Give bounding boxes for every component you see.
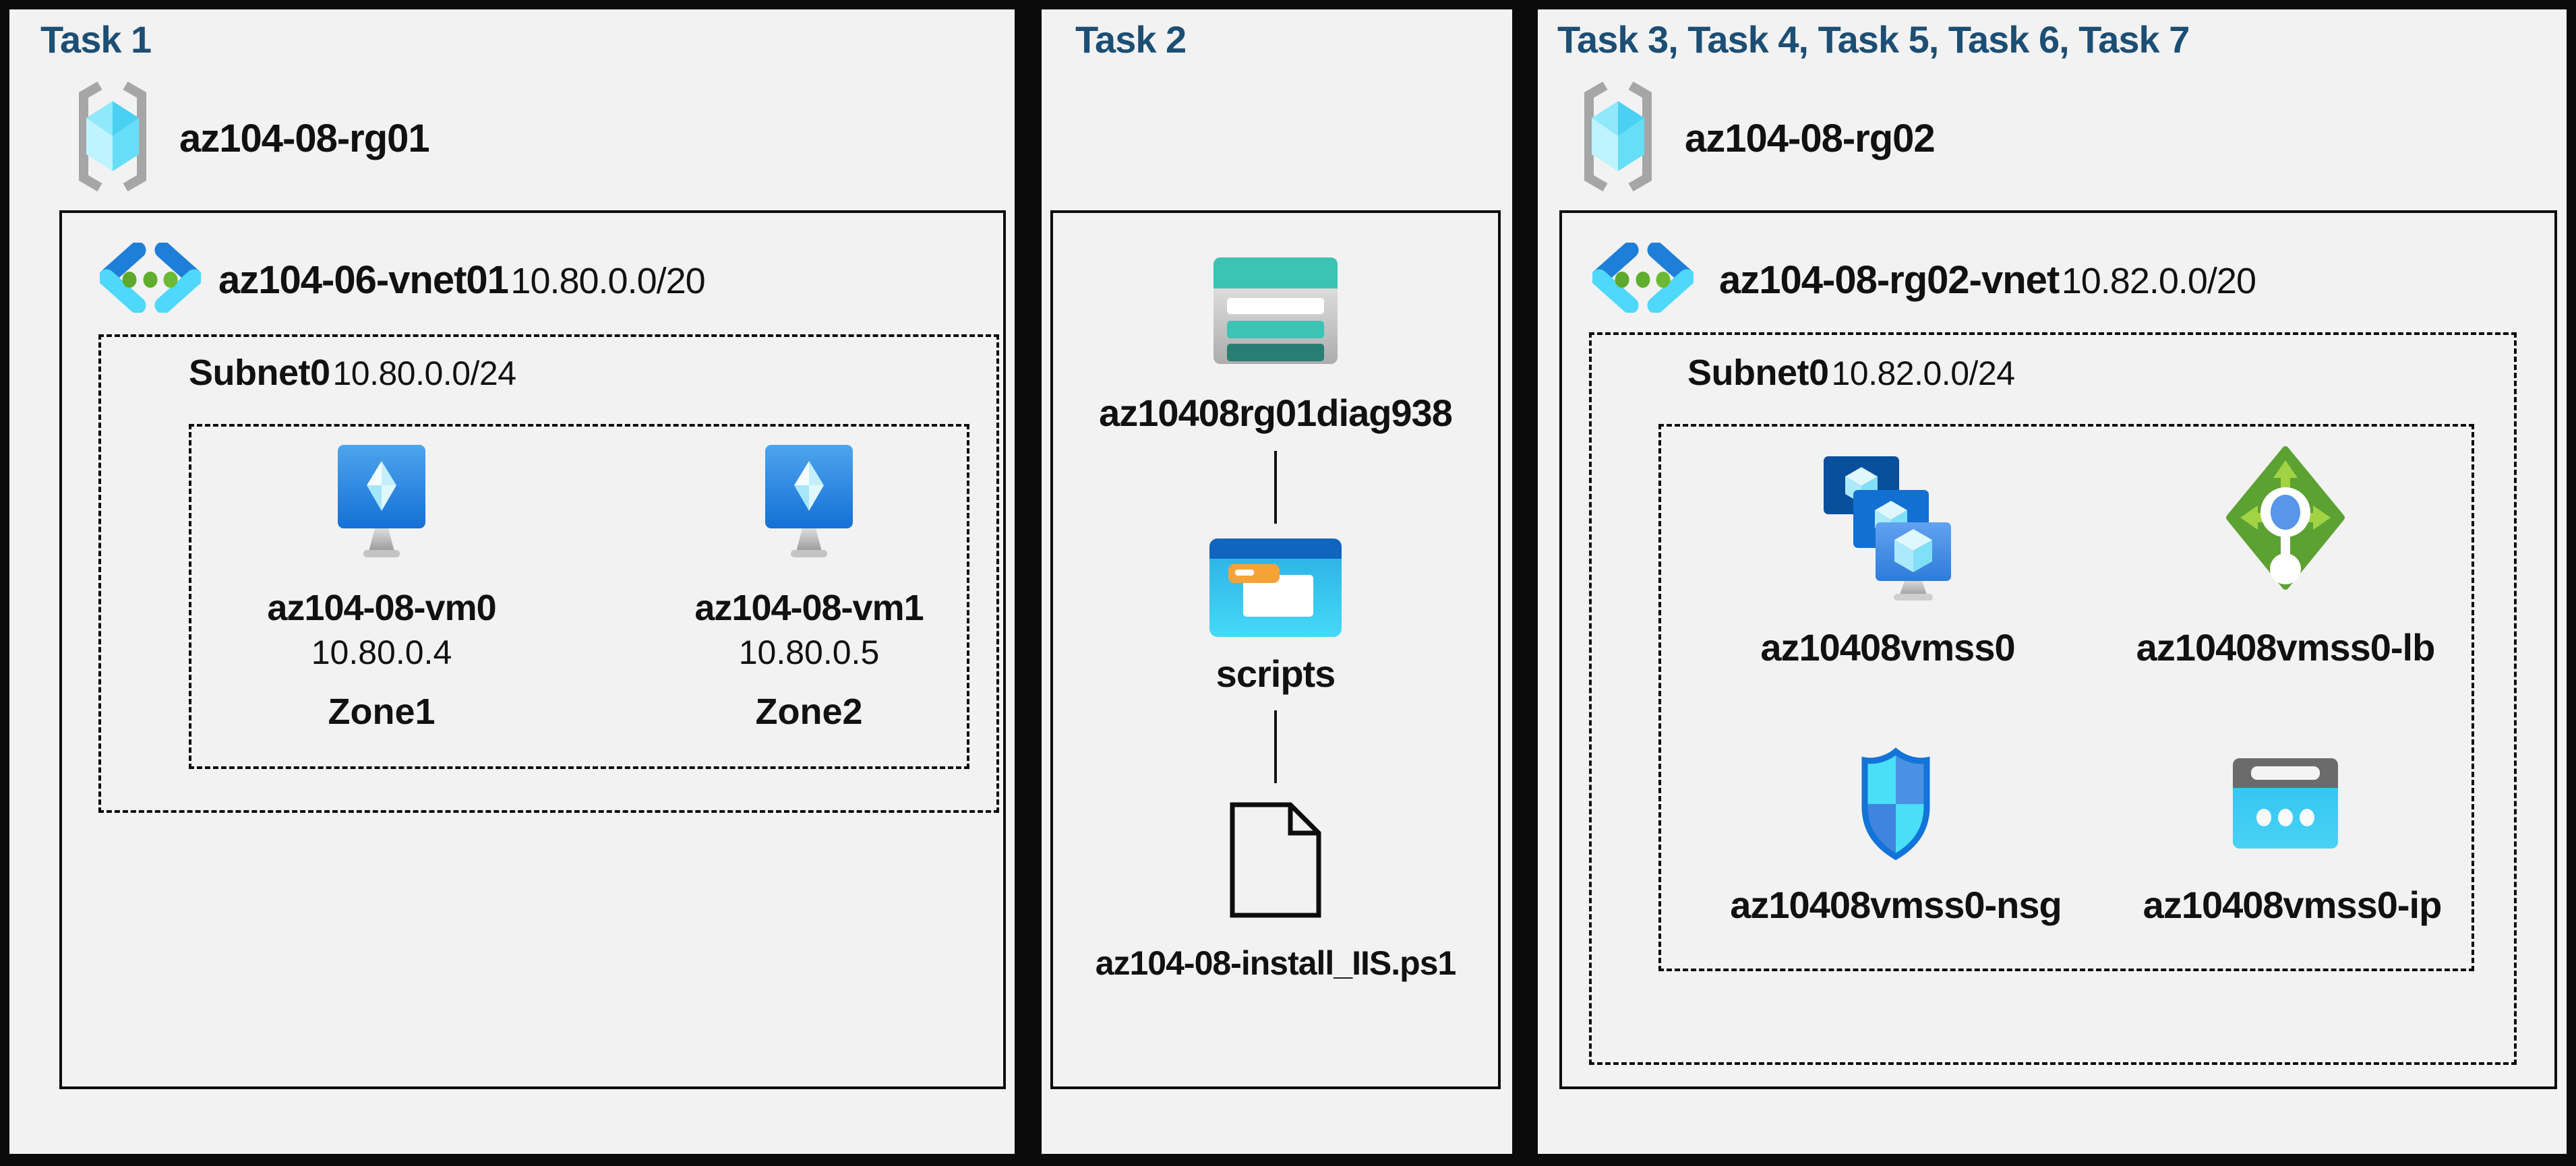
vm0-name: az104-08-vm0 — [267, 588, 496, 628]
task1-vnet-box — [59, 210, 1006, 1089]
vm1-zone: Zone2 — [755, 692, 863, 732]
task3-subnet-label: Subnet0 10.82.0.0/24 — [1687, 352, 2015, 394]
task3-vnet-cidr: 10.82.0.0/20 — [2061, 261, 2256, 301]
connector-line — [1274, 451, 1277, 524]
task1-subnet-cidr: 10.80.0.0/24 — [332, 355, 516, 392]
vm-block-1: az104-08-vm1 10.80.0.5 Zone2 — [674, 445, 944, 733]
task1-subnet-box — [98, 334, 999, 813]
network-security-group-icon — [1861, 747, 1930, 861]
resource-group-icon — [1584, 81, 1652, 192]
connector-line — [1274, 710, 1277, 783]
vm-scale-set-icon — [1824, 456, 1951, 601]
task1-subnet-name: Subnet0 — [189, 352, 330, 393]
public-ip-icon — [2233, 758, 2338, 849]
vm1-name: az104-08-vm1 — [694, 588, 924, 628]
load-balancer-icon — [2226, 446, 2345, 590]
nsg-label: az10408vmss0-nsg — [1730, 884, 2062, 926]
task2-title: Task 2 — [1075, 18, 1187, 61]
container-label: scripts — [1216, 652, 1336, 695]
storage-account-icon — [1214, 257, 1338, 364]
vm0-ip: 10.80.0.4 — [311, 634, 452, 671]
task3-subnet-cidr: 10.82.0.0/24 — [1831, 355, 2015, 392]
task1-title: Task 1 — [40, 18, 152, 61]
storage-account-label: az10408rg01diag938 — [1099, 392, 1453, 434]
task2-box: az10408rg01diag938 scripts az104-08-inst… — [1050, 210, 1501, 1089]
task1-vm-group-box — [189, 424, 969, 769]
virtual-machine-icon — [338, 445, 425, 557]
panel-task3 — [1538, 9, 2567, 1154]
task3-subnet-name: Subnet0 — [1687, 352, 1829, 393]
virtual-network-icon — [1592, 243, 1694, 313]
task3-subnet-box — [1589, 332, 2517, 1065]
task3-vnet-name: az104-08-rg02-vnet — [1719, 258, 2060, 302]
task3-vnet-box — [1559, 210, 2557, 1089]
task3-resource-group-inner-box — [1658, 424, 2474, 971]
script-file-label: az104-08-install_IIS.ps1 — [1095, 944, 1457, 982]
public-ip-label: az10408vmss0-ip — [2143, 884, 2443, 926]
task1-resource-group-label: az104-08-rg01 — [179, 117, 430, 160]
task3-title: Task 3, Task 4, Task 5, Task 6, Task 7 — [1557, 18, 2190, 61]
script-file-icon — [1230, 802, 1321, 918]
load-balancer-label: az10408vmss0-lb — [2136, 626, 2436, 669]
blob-container-icon — [1209, 539, 1342, 637]
task3-vnet-label: az104-08-rg02-vnet 10.82.0.0/20 — [1719, 257, 2256, 303]
task1-vnet-label: az104-06-vnet01 10.80.0.0/20 — [218, 257, 706, 303]
task1-vnet-cidr: 10.80.0.0/20 — [510, 261, 705, 301]
vm-block-0: az104-08-vm0 10.80.0.4 Zone1 — [247, 445, 516, 733]
virtual-network-icon — [100, 243, 201, 313]
task1-subnet-label: Subnet0 10.80.0.0/24 — [189, 352, 516, 394]
resource-group-icon — [79, 81, 146, 192]
panel-task1 — [9, 9, 1015, 1154]
vm1-ip: 10.80.0.5 — [738, 634, 880, 671]
task1-vnet-name: az104-06-vnet01 — [218, 258, 509, 302]
virtual-machine-icon — [765, 445, 853, 557]
vm0-zone: Zone1 — [328, 692, 436, 732]
task3-resource-group-label: az104-08-rg02 — [1685, 117, 1936, 160]
vmss-label: az10408vmss0 — [1760, 626, 2015, 669]
